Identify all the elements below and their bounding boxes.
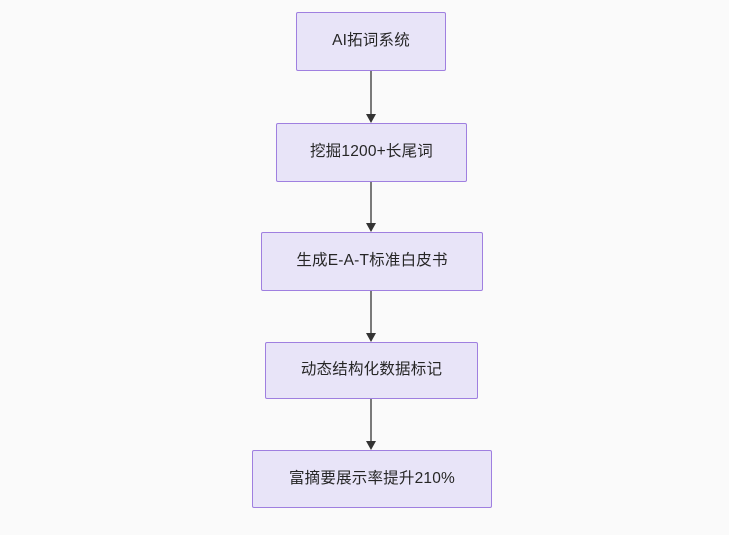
flow-node-4[interactable]: 动态结构化数据标记 <box>265 342 478 399</box>
flow-node-label: 富摘要展示率提升210% <box>288 469 456 487</box>
flow-node-5[interactable]: 富摘要展示率提升210% <box>252 450 492 508</box>
arrowhead-icon <box>365 223 376 232</box>
flow-node-label: 动态结构化数据标记 <box>300 361 443 379</box>
flow-node-2[interactable]: 挖掘1200+长尾词 <box>276 123 467 182</box>
edge-line <box>370 291 372 334</box>
arrowhead-icon <box>365 114 376 123</box>
flow-node-3[interactable]: 生成E-A-T标准白皮书 <box>261 232 483 291</box>
flow-node-label: 生成E-A-T标准白皮书 <box>296 252 448 270</box>
edge-line <box>370 71 372 115</box>
edge-line <box>370 399 372 442</box>
flow-node-label: AI拓词系统 <box>332 32 410 50</box>
arrowhead-icon <box>365 441 376 450</box>
flow-node-1[interactable]: AI拓词系统 <box>296 12 446 71</box>
arrowhead-icon <box>365 333 376 342</box>
edge-line <box>370 182 372 224</box>
flow-node-label: 挖掘1200+长尾词 <box>309 143 434 161</box>
